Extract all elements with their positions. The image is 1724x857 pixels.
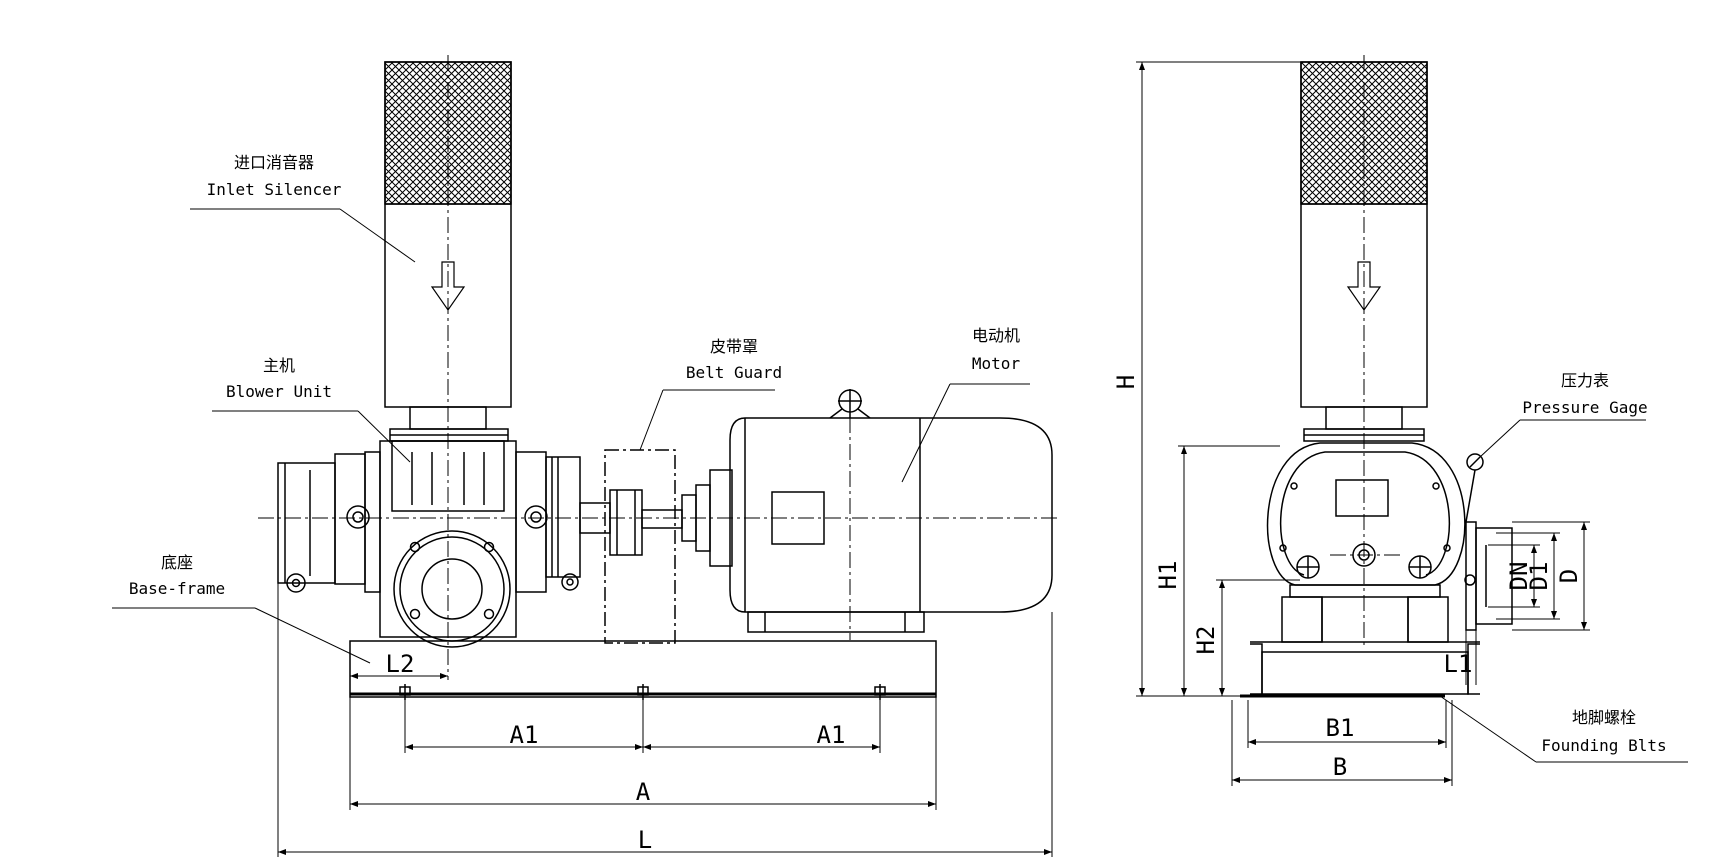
front-dimension-arrows [278, 673, 1052, 855]
dim-h: H [1112, 375, 1140, 389]
label-motor-en: Motor [972, 354, 1021, 373]
dim-h1: H1 [1154, 561, 1182, 590]
label-inlet-silencer-en: Inlet Silencer [207, 180, 342, 199]
label-belt-guard-zh: 皮带罩 [710, 337, 758, 356]
dim-a: A [636, 778, 651, 806]
label-pressure-gage-en: Pressure Gage [1522, 398, 1647, 417]
label-base-frame-en: Base-frame [129, 579, 225, 598]
label-blower-unit-en: Blower Unit [226, 382, 332, 401]
front-leaders [112, 208, 1030, 664]
side-blower-unit [1266, 442, 1466, 643]
label-pressure-gage-zh: 压力表 [1561, 371, 1609, 390]
front-dimensions [277, 583, 1053, 857]
front-base-frame [349, 640, 937, 700]
side-flow-arrow-icon [1346, 261, 1382, 312]
front-motor [729, 389, 1053, 633]
dim-h2: H2 [1192, 626, 1220, 655]
dim-l: L [638, 826, 652, 854]
front-belt-guard [604, 449, 676, 644]
dim-b1: B1 [1326, 714, 1355, 742]
dim-l1: L1 [1444, 650, 1473, 678]
dim-d: D [1555, 569, 1583, 583]
dim-d1: D1 [1525, 562, 1553, 591]
side-view [1240, 55, 1513, 698]
dim-b: B [1333, 753, 1347, 781]
label-belt-guard-en: Belt Guard [686, 363, 782, 382]
front-view [258, 55, 1060, 700]
flow-arrow-icon [430, 261, 466, 312]
label-founding-bolts-zh: 地脚螺栓 [1572, 708, 1636, 727]
side-dimensions [1136, 61, 1590, 786]
label-inlet-silencer-zh: 进口消音器 [234, 153, 314, 172]
label-founding-bolts-en: Founding Blts [1541, 736, 1666, 755]
side-leaders [1439, 419, 1688, 763]
front-blower-unit [277, 440, 581, 648]
dim-a1-right: A1 [817, 721, 846, 749]
dim-l2: L2 [386, 650, 415, 678]
label-blower-unit-zh: 主机 [263, 356, 295, 375]
side-base-frame [1240, 641, 1480, 698]
label-motor-zh: 电动机 [972, 326, 1020, 345]
side-outlet-flange [1464, 453, 1513, 631]
side-dimension-arrows [1139, 62, 1587, 783]
dim-a1-left: A1 [510, 721, 539, 749]
dim-dn: DN [1505, 562, 1533, 591]
label-base-frame-zh: 底座 [161, 553, 193, 572]
